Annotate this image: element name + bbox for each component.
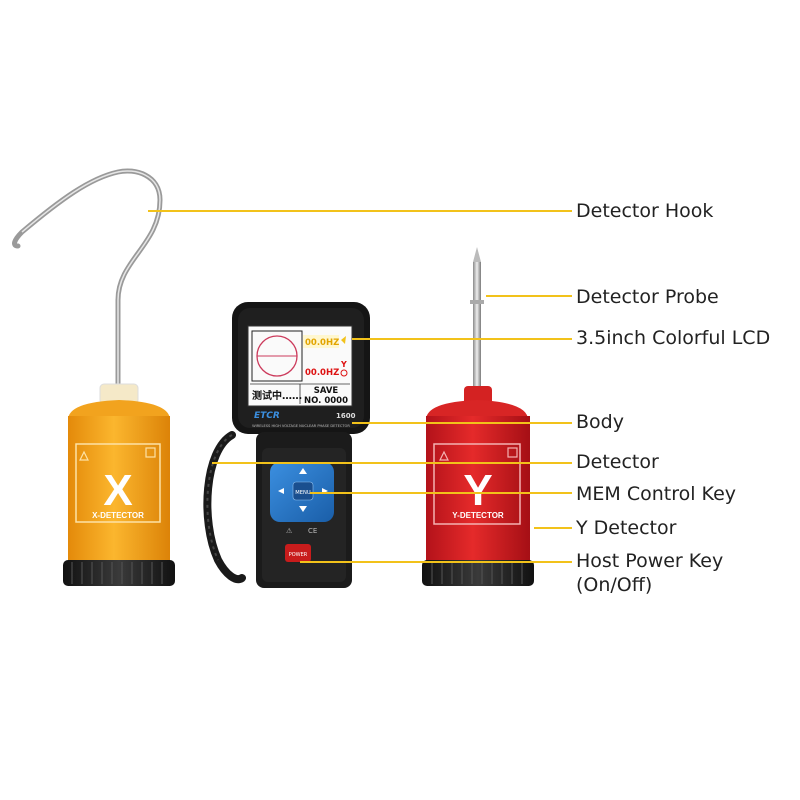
- y-letter: Y: [463, 466, 492, 515]
- callout-lcd: 3.5inch Colorful LCD: [576, 327, 771, 349]
- x-letter: X: [103, 466, 132, 515]
- callout-host-power-key: Host Power Key: [576, 550, 724, 572]
- warning-icon: ⚠: [286, 527, 293, 535]
- leader-line-y-detector: [534, 527, 572, 529]
- y-detector: Y Y-DETECTOR: [422, 247, 534, 586]
- leader-line-detector-probe: [486, 295, 572, 297]
- ce-mark-icon: CE: [308, 527, 317, 535]
- arrow-down-icon[interactable]: [299, 506, 307, 512]
- lcd-save: SAVE: [314, 386, 339, 396]
- brand-logo: ETCR: [254, 411, 280, 421]
- leader-line-mem-key: [310, 492, 572, 494]
- menu-key[interactable]: MENU: [295, 490, 311, 496]
- x-detector-body: [68, 416, 170, 562]
- lcd-y-label: Y: [340, 360, 347, 369]
- detector-hook: [12, 168, 163, 393]
- model-number: 1600: [336, 412, 356, 420]
- host-power-key[interactable]: POWER: [285, 544, 311, 562]
- power-key-label[interactable]: POWER: [289, 552, 308, 558]
- callout-power-on-off: (On/Off): [576, 574, 653, 596]
- callout-detector-probe: Detector Probe: [576, 286, 719, 308]
- lcd-screen: 00.0HZ 00.0HZ Y 测试中…… SAVE NO. 0000: [247, 325, 353, 407]
- x-detector: X X-DETECTOR: [12, 168, 175, 586]
- product-subtitle: WIRELESS HIGH VOLTAGE NUCLEAR PHASE DETE…: [252, 424, 350, 428]
- detector-probe: [473, 262, 481, 390]
- lcd-freq-y: 00.0HZ: [305, 368, 339, 378]
- mem-control-keypad[interactable]: MENU: [270, 462, 334, 522]
- wrist-strap: [203, 431, 246, 583]
- callout-y-detector: Y Detector: [576, 517, 677, 539]
- y-detector-label: Y-DETECTOR: [452, 511, 504, 520]
- callout-detector-hook: Detector Hook: [576, 200, 714, 222]
- y-detector-body: [426, 416, 530, 562]
- arrow-left-icon[interactable]: [278, 488, 284, 494]
- leader-line-detector: [212, 462, 572, 464]
- lcd-save-number: NO. 0000: [304, 396, 348, 406]
- lcd-freq-x: 00.0HZ: [305, 338, 339, 348]
- host-unit: 00.0HZ 00.0HZ Y 测试中…… SAVE NO. 0000 ETCR…: [203, 302, 370, 588]
- lcd-status: 测试中……: [252, 389, 302, 402]
- callout-mem-control-key: MEM Control Key: [576, 483, 736, 505]
- leader-line-lcd: [352, 338, 572, 340]
- x-detector-label: X-DETECTOR: [92, 511, 144, 520]
- leader-line-detector-hook: [148, 210, 572, 212]
- callout-body: Body: [576, 411, 624, 433]
- leader-line-power-key: [300, 561, 572, 563]
- arrow-up-icon[interactable]: [299, 468, 307, 474]
- leader-line-body: [352, 422, 572, 424]
- callout-detector: Detector: [576, 451, 659, 473]
